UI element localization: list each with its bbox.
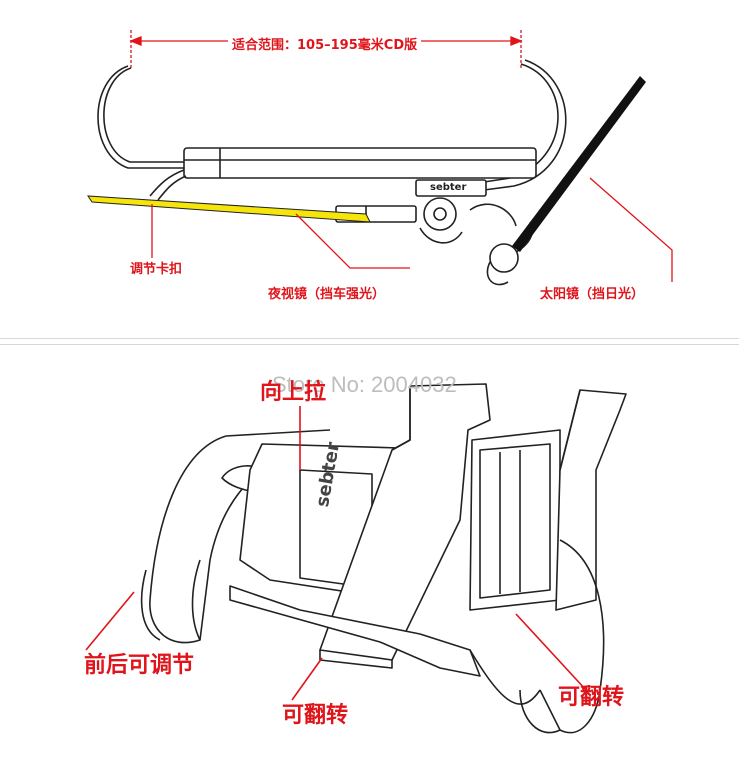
label-front-back-adjust: 前后可调节 xyxy=(84,653,195,678)
top-diagram-panel: 适合范围：105–195毫米CD版 sebter 调节卡扣 夜视镜（挡车强光） … xyxy=(0,0,739,338)
label-flip-left: 可翻转 xyxy=(282,703,349,728)
clip-perspective-body xyxy=(140,383,627,734)
bottom-diagram-panel: Store No: 2004032 sebter 向上拉 前后可调节 可翻转 可… xyxy=(0,345,739,769)
visor-clip-perspective-view xyxy=(85,383,627,734)
visor-clip-side-view xyxy=(87,30,673,286)
brand-text-top: sebter xyxy=(430,182,467,193)
label-flip-right: 可翻转 xyxy=(558,685,625,710)
range-label: 适合范围：105–195毫米CD版 xyxy=(228,34,422,53)
label-night-lens: 夜视镜（挡车强光） xyxy=(268,287,386,302)
panel-divider xyxy=(0,338,739,345)
clip-body xyxy=(97,59,567,286)
bottom-leader-lines xyxy=(85,406,587,701)
label-leader-lines xyxy=(151,177,673,282)
sun-lens-bar xyxy=(512,76,646,252)
label-pull-up: 向上拉 xyxy=(260,380,327,405)
store-watermark: Store No: 2004032 xyxy=(272,372,457,397)
label-sun-lens: 太阳镜（挡日光） xyxy=(540,287,645,302)
label-adjust-clip: 调节卡扣 xyxy=(130,262,183,277)
night-lens-bar xyxy=(87,195,371,223)
